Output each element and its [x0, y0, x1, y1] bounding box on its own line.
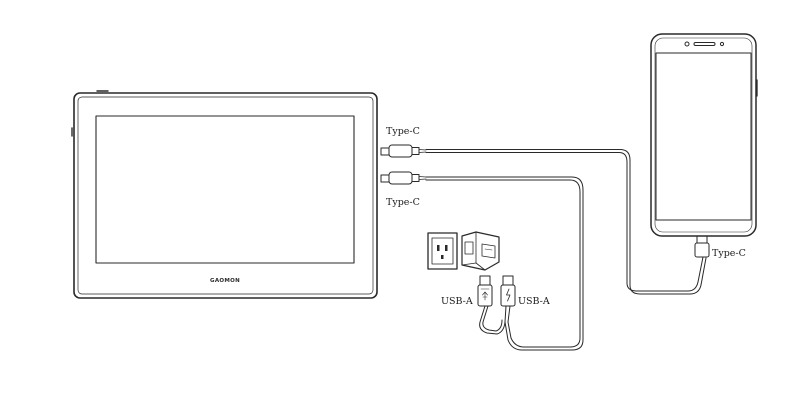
type-c-plug-housing-bottom [388, 171, 413, 185]
type-c-plug-phone [696, 235, 708, 244]
display-screen [95, 115, 355, 264]
type-c-plug-housing-top [388, 144, 413, 158]
phone-screen [655, 52, 752, 221]
type-c-plug-housing-phone [694, 242, 710, 258]
type-c-plug-bottom [380, 174, 390, 183]
usb-a-plug-cable [500, 275, 516, 307]
wall-outlet [427, 232, 458, 270]
label-display-port-top: Type-C [386, 126, 420, 137]
phone-camera [684, 41, 690, 47]
label-cable-usb: USB-A [518, 296, 550, 307]
phone-sensor [719, 41, 725, 47]
power-bolt-icon [506, 288, 511, 302]
cable-display-to-splitter [380, 171, 584, 351]
display-brand-logo: GAOMON [210, 278, 240, 284]
phone-speaker [693, 42, 716, 46]
usb-symbol-icon [482, 291, 488, 301]
power-adapter [461, 231, 500, 271]
pen-display: GAOMON [71, 90, 378, 299]
smartphone [650, 33, 758, 237]
type-c-plug-neck-top [411, 147, 420, 155]
label-adapter-usb: USB-A [441, 296, 473, 307]
label-display-port-bottom: Type-C [386, 197, 420, 208]
type-c-plug-top [380, 147, 390, 156]
label-phone-port: Type-C [712, 248, 746, 259]
usb-a-plug-adapter [477, 275, 493, 307]
adapter-usb-port [481, 243, 496, 259]
cable-display-to-phone [380, 144, 710, 295]
type-c-plug-neck-bottom [411, 174, 420, 182]
